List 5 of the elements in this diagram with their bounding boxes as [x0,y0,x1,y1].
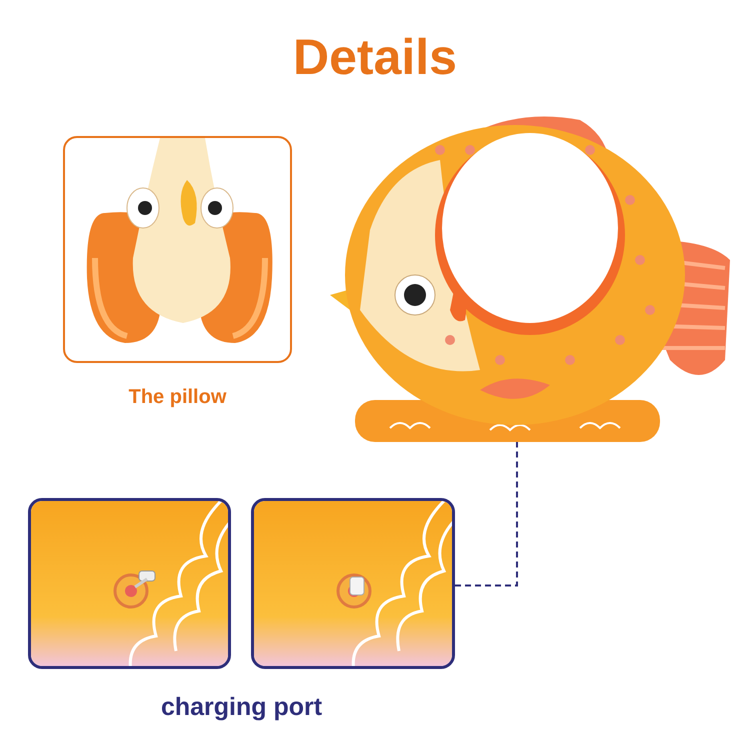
heading: Details [292,28,458,86]
caption: charging port [160,693,324,722]
photo-frame [63,136,292,363]
leader-line [455,442,518,586]
node-label: The pillow [128,386,228,409]
